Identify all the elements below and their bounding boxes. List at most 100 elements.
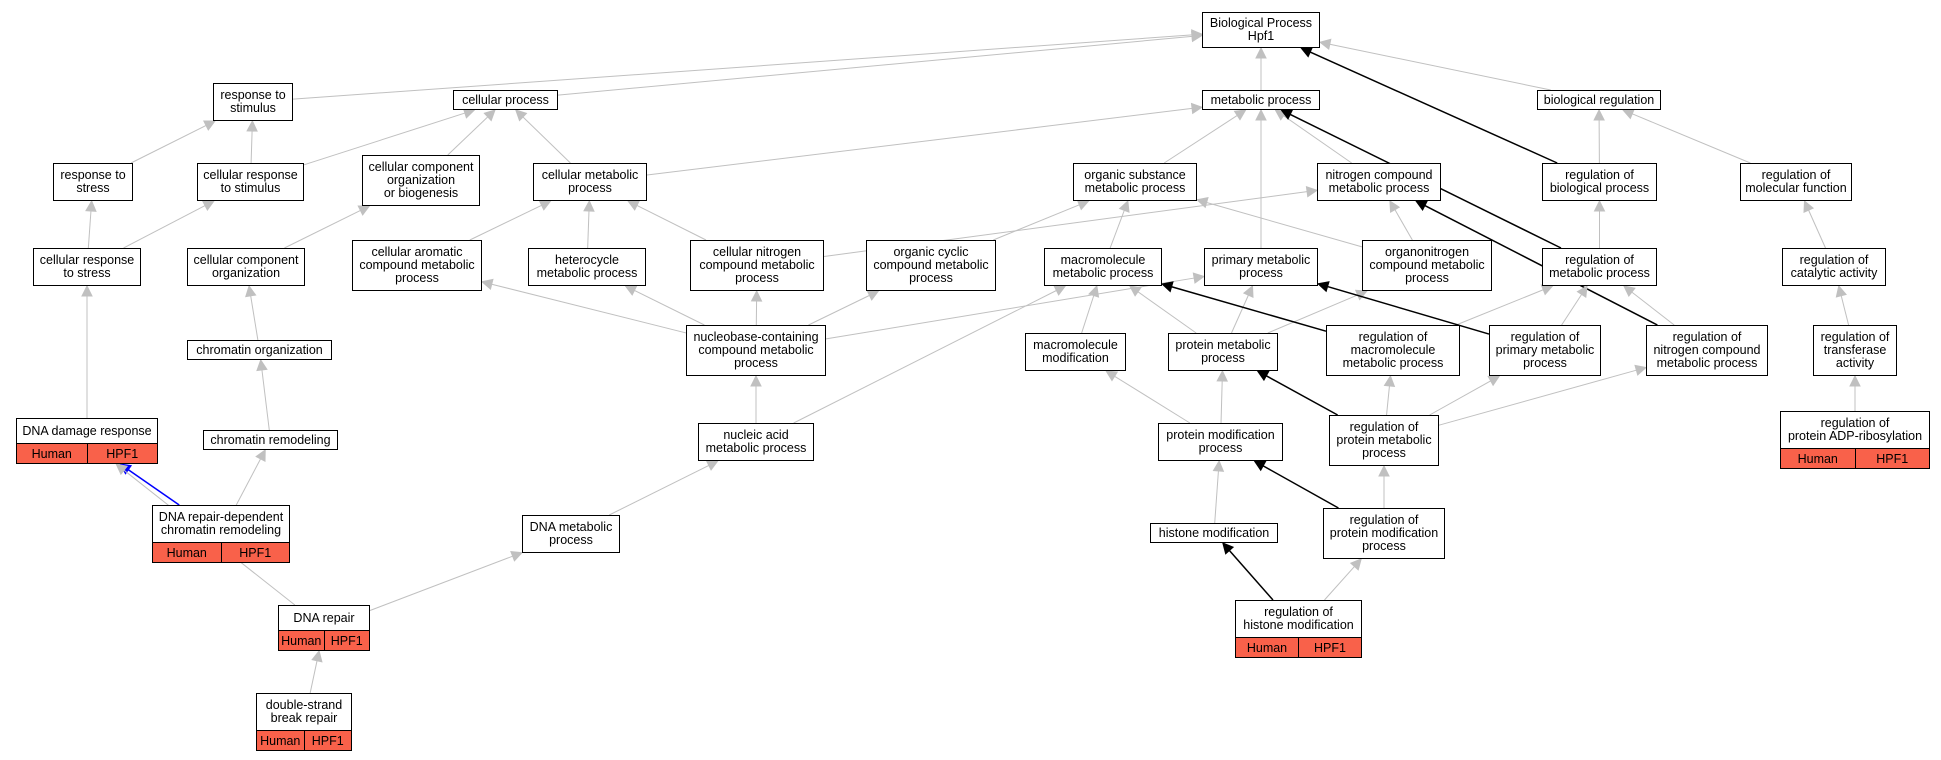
edge-line (608, 465, 710, 516)
node-label-line: metabolic process (1210, 92, 1312, 107)
edge-is-a-cacmp-to-cmp (469, 200, 552, 241)
node-label-line: nucleobase-containing (693, 330, 819, 344)
node-label-line: organic cyclic (893, 245, 969, 259)
edge-arrowhead (1190, 102, 1204, 115)
edge-line (261, 369, 270, 431)
go-node-cr[interactable]: chromatin remodeling (203, 430, 338, 450)
node-label-line: compound metabolic (359, 258, 475, 272)
node-label-line: process (1405, 271, 1449, 285)
node-label-line: regulation of (1358, 330, 1428, 344)
edge-arrowhead (115, 463, 128, 476)
node-label-line: protein metabolic (1336, 433, 1432, 447)
go-node-hm[interactable]: histone modification (1150, 523, 1278, 543)
edge-arrowhead (246, 119, 258, 132)
edge-regulates-rncmp-to-ncmp (1414, 200, 1658, 326)
edge-is-a-prmp-to-macmp (1128, 285, 1197, 334)
node-label-line: compound metabolic (873, 258, 989, 272)
edge-is-a-rpm-to-rprmp (1378, 464, 1390, 508)
node-label-line: metabolic process (705, 441, 807, 455)
node-label-line: macromolecule (1060, 253, 1146, 267)
edge-is-a-crstress-to-crs (123, 200, 215, 249)
edge-arrowhead (1414, 200, 1428, 211)
node-label-line: regulation of (1565, 253, 1634, 267)
edge-is-a-oncmp-to-osmp (1195, 197, 1363, 248)
edge-line (646, 107, 1193, 176)
edge-line (284, 209, 361, 249)
edge-line (1267, 294, 1358, 334)
go-node-co[interactable]: chromatin organization (187, 340, 332, 360)
go-node-mp[interactable]: metabolic process (1202, 90, 1320, 110)
node-label-line: response to (60, 168, 126, 182)
node-label-line: regulation of (1672, 330, 1742, 344)
edge-line (1262, 465, 1339, 509)
edge-line (1327, 285, 1490, 335)
go-node-br[interactable]: biological regulation (1537, 90, 1661, 110)
edge-arrowhead (515, 109, 528, 122)
edge-is-a-rprmp-to-rmacmp (1383, 374, 1396, 416)
edge-line (130, 125, 207, 164)
go-node-cp[interactable]: cellular process (453, 90, 558, 110)
node-label-line: protein modification (1329, 526, 1439, 540)
node-label-line: process (1362, 539, 1406, 553)
edge-arrowhead (624, 285, 638, 296)
edge-regulates-rprmp-to-prmp (1256, 370, 1338, 416)
node-label-line: nucleic acid (723, 428, 789, 442)
edge-arrowhead (1222, 542, 1235, 555)
edge-line (1329, 43, 1551, 91)
edge-line (1455, 289, 1544, 326)
edge-arrowhead (1195, 197, 1209, 209)
